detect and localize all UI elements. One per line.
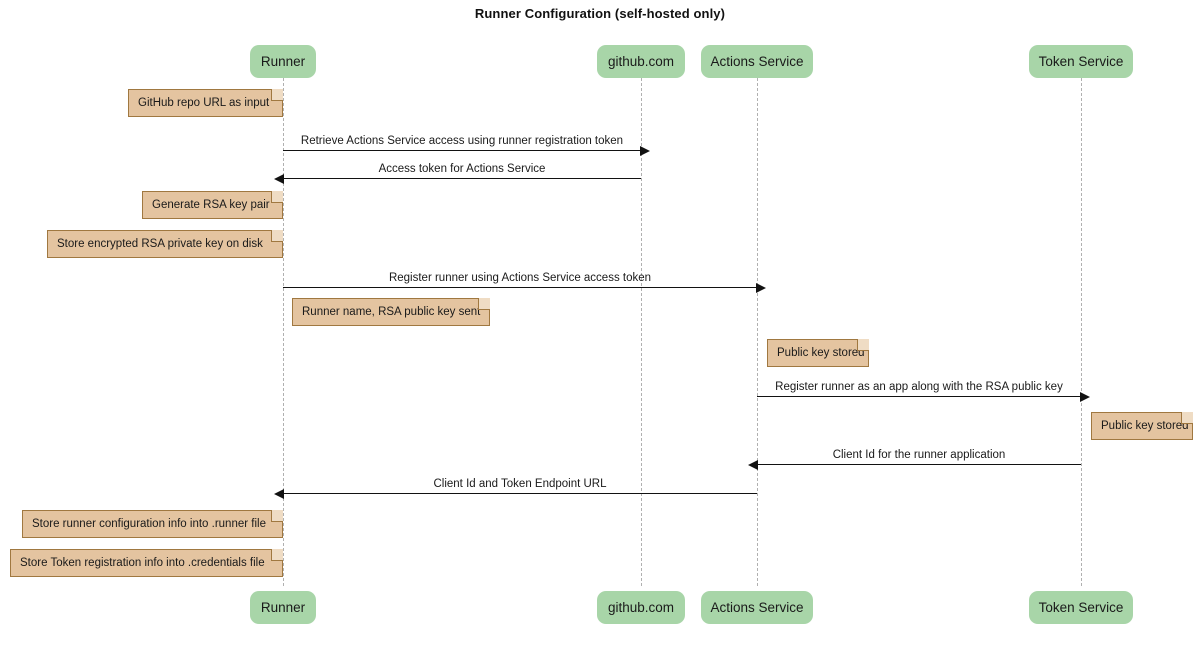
lifeline-github	[641, 78, 642, 586]
note-store-runner-config: Store runner configuration info into .ru…	[22, 510, 283, 538]
msg-client-id-token-endpoint: Client Id and Token Endpoint URL	[274, 478, 757, 499]
msg-access-token: Access token for Actions Service	[274, 163, 641, 184]
participant-actions-top[interactable]: Actions Service	[701, 45, 813, 78]
note-public-key-stored-1: Public key stored	[767, 339, 869, 367]
participant-label: github.com	[607, 54, 675, 69]
note-text: GitHub repo URL as input	[138, 97, 270, 109]
participant-label: Runner	[260, 54, 306, 69]
participant-github-top[interactable]: github.com	[597, 45, 685, 78]
participant-label: Runner	[260, 600, 306, 615]
note-runner-name-key: Runner name, RSA public key sent	[292, 298, 490, 326]
lifeline-runner	[283, 78, 284, 586]
note-github-repo-url: GitHub repo URL as input	[128, 89, 283, 117]
participant-runner-top[interactable]: Runner	[250, 45, 316, 78]
arrow-head-icon	[274, 489, 284, 499]
note-fold-corner-icon	[271, 230, 283, 242]
note-fold-corner-icon	[478, 298, 490, 310]
page-title: Runner Configuration (self-hosted only)	[474, 6, 726, 21]
message-label: Access token for Actions Service	[378, 163, 546, 175]
message-label: Register runner using Actions Service ac…	[388, 272, 652, 284]
participant-label: Token Service	[1038, 54, 1124, 69]
note-text: Runner name, RSA public key sent	[302, 306, 481, 318]
note-store-token-reg: Store Token registration info into .cred…	[10, 549, 283, 577]
note-fold-corner-icon	[271, 510, 283, 522]
message-label: Client Id for the runner application	[832, 449, 1006, 461]
note-fold-corner-icon	[1181, 412, 1193, 424]
note-generate-rsa: Generate RSA key pair	[142, 191, 283, 219]
message-label: Retrieve Actions Service access using ru…	[300, 135, 624, 147]
note-text: Store runner configuration info into .ru…	[32, 518, 266, 530]
participant-token-top[interactable]: Token Service	[1029, 45, 1133, 78]
msg-register-app-rsa: Register runner as an app along with the…	[757, 381, 1090, 402]
note-text: Store Token registration info into .cred…	[20, 557, 265, 569]
participant-runner-bottom[interactable]: Runner	[250, 591, 316, 624]
note-text: Public key stored	[777, 347, 865, 359]
msg-register-runner: Register runner using Actions Service ac…	[283, 272, 766, 293]
note-fold-corner-icon	[271, 191, 283, 203]
participant-actions-bottom[interactable]: Actions Service	[701, 591, 813, 624]
arrow-head-icon	[640, 146, 650, 156]
arrow-head-icon	[274, 174, 284, 184]
participant-label: Token Service	[1038, 600, 1124, 615]
note-store-private-key: Store encrypted RSA private key on disk	[47, 230, 283, 258]
note-fold-corner-icon	[271, 549, 283, 561]
arrow-head-icon	[1080, 392, 1090, 402]
participant-label: github.com	[607, 600, 675, 615]
msg-retrieve-actions-access: Retrieve Actions Service access using ru…	[283, 135, 650, 156]
note-text: Store encrypted RSA private key on disk	[57, 238, 263, 250]
note-fold-corner-icon	[857, 339, 869, 351]
lifeline-token	[1081, 78, 1082, 586]
participant-label: Actions Service	[710, 54, 804, 69]
arrow-head-icon	[756, 283, 766, 293]
note-public-key-stored-2: Public key stored	[1091, 412, 1193, 440]
note-text: Generate RSA key pair	[152, 199, 270, 211]
participant-label: Actions Service	[710, 600, 804, 615]
msg-client-id-runner-app: Client Id for the runner application	[748, 449, 1081, 470]
message-label: Register runner as an app along with the…	[775, 381, 1063, 393]
message-label: Client Id and Token Endpoint URL	[433, 478, 607, 490]
lifeline-actions	[757, 78, 758, 586]
note-fold-corner-icon	[271, 89, 283, 101]
participant-token-bottom[interactable]: Token Service	[1029, 591, 1133, 624]
participant-github-bottom[interactable]: github.com	[597, 591, 685, 624]
note-text: Public key stored	[1101, 420, 1189, 432]
arrow-head-icon	[748, 460, 758, 470]
